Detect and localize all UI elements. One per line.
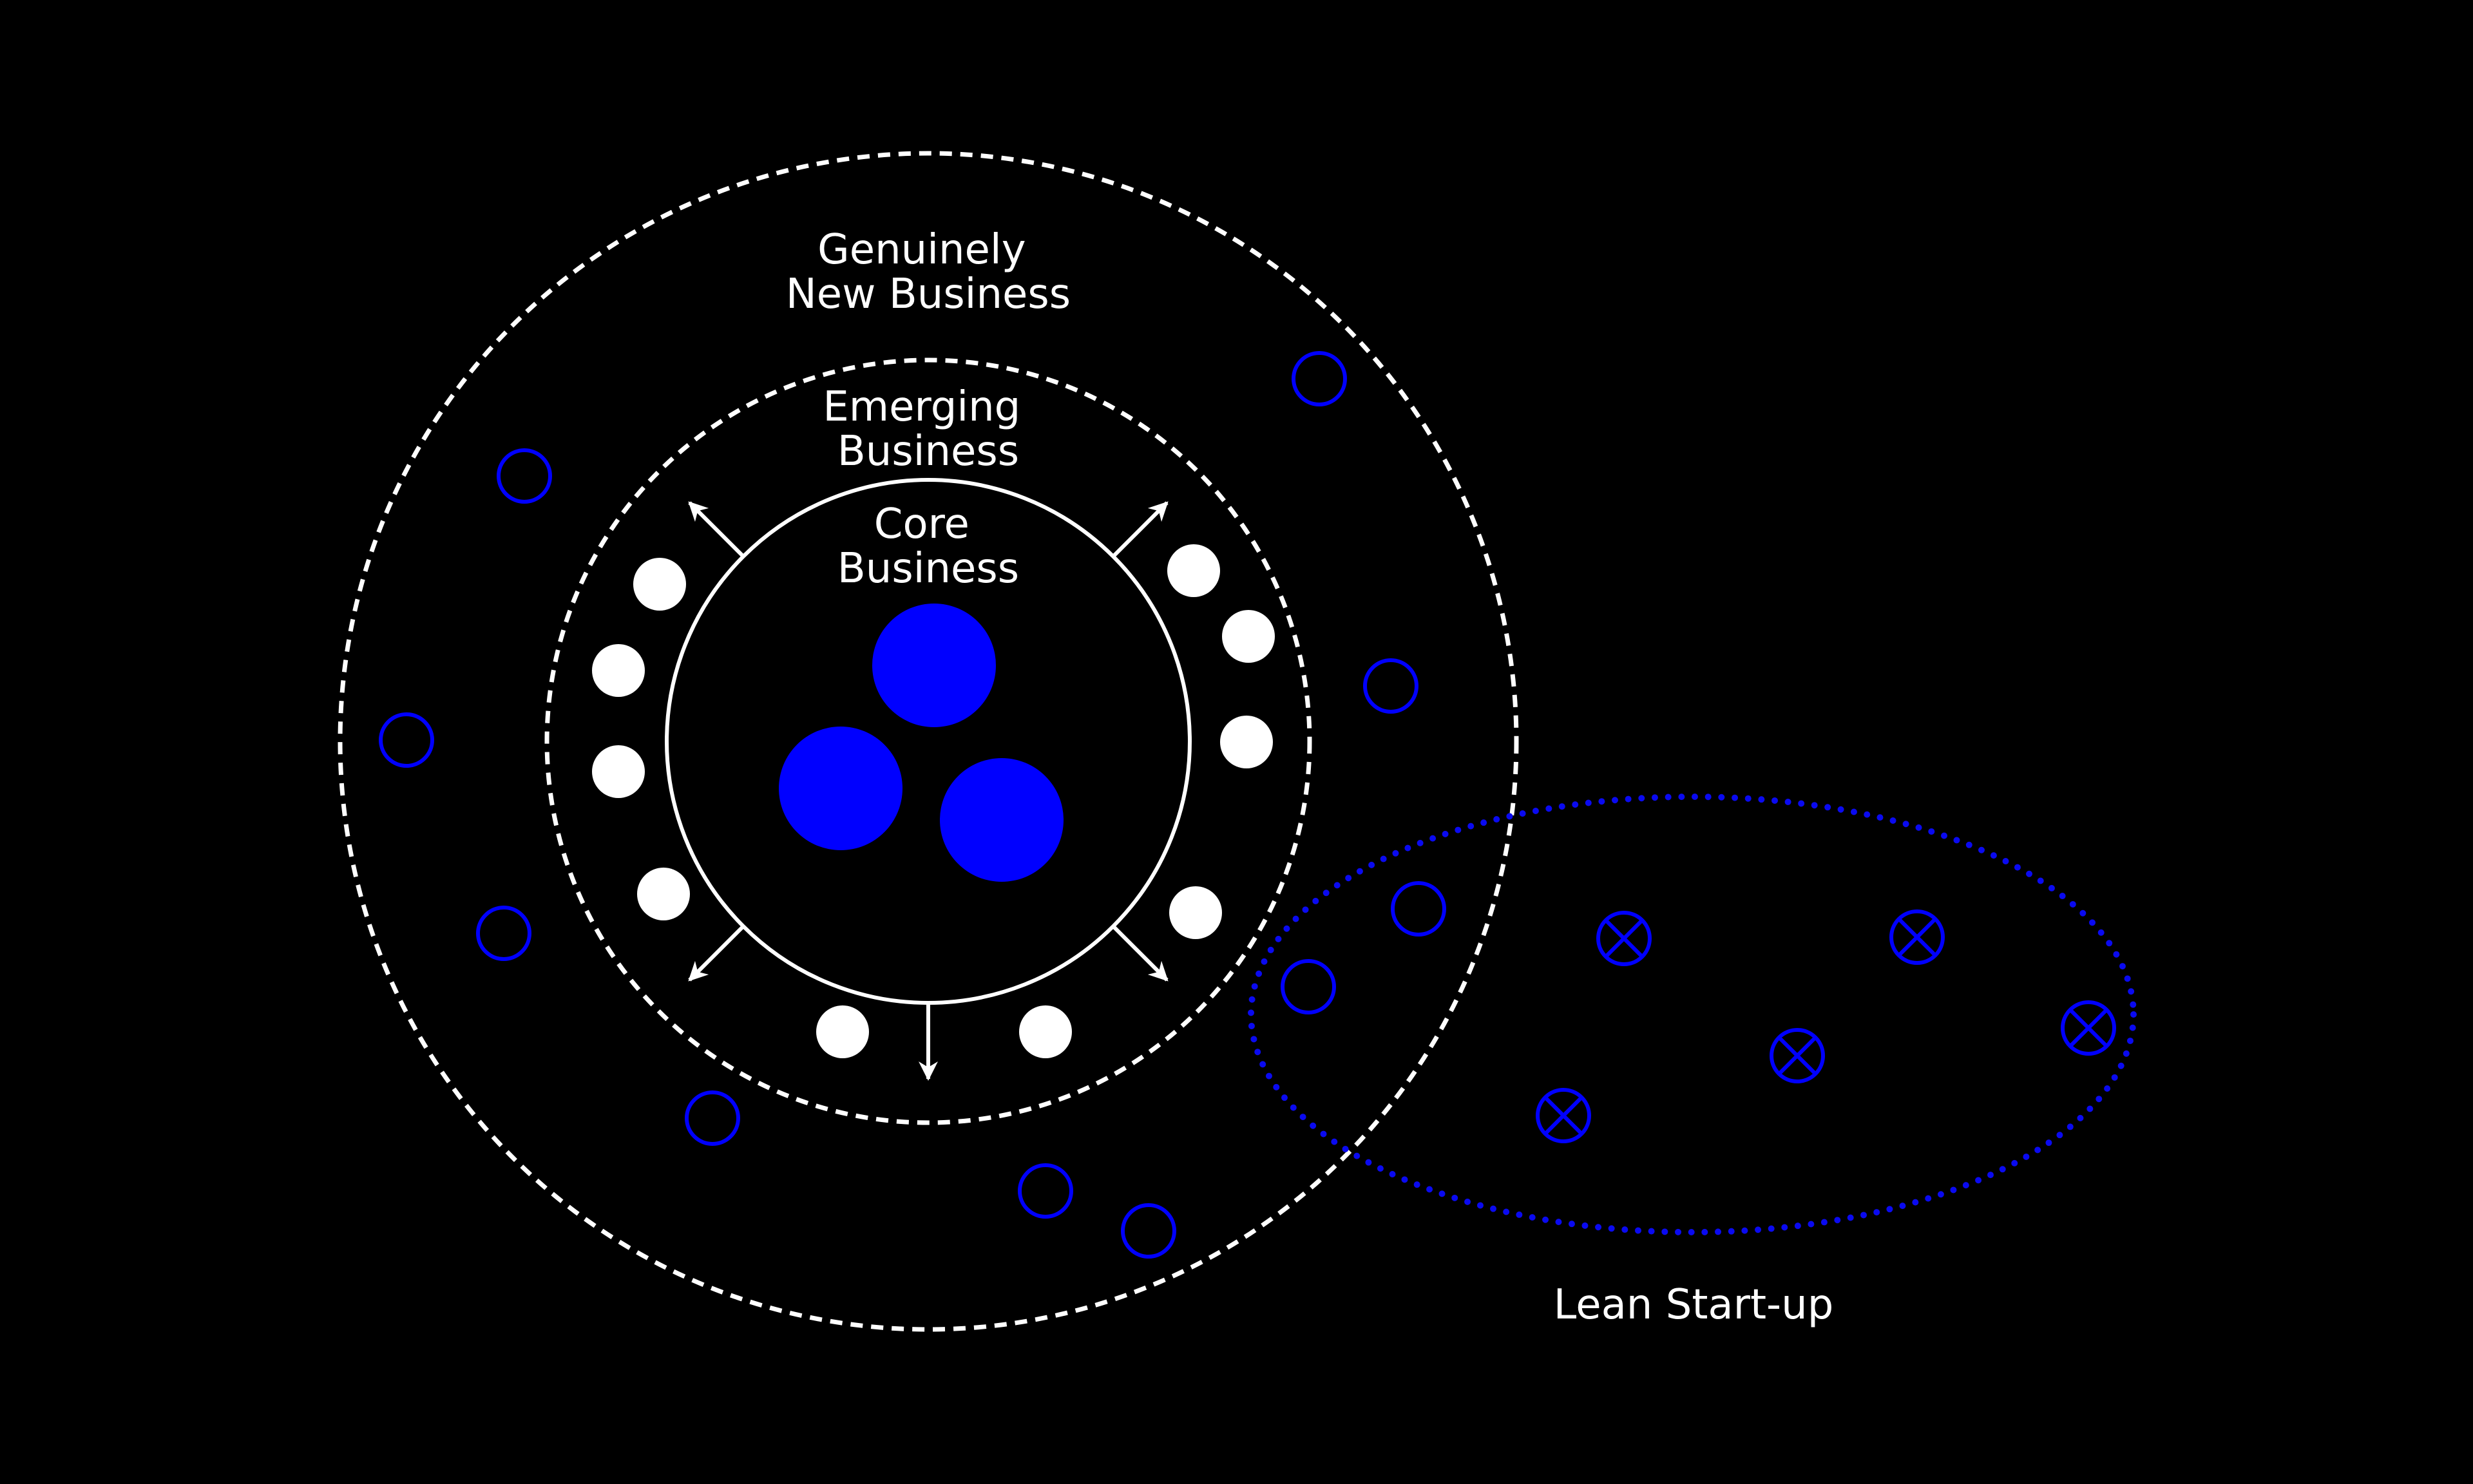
new-business-open-circle	[1363, 658, 1418, 714]
emerging-business-label-line-2: Business	[837, 428, 1019, 475]
emerging-business-label-line-1: Emerging	[823, 383, 1020, 431]
lean-startup-label: Lean Start-up	[1554, 1281, 1834, 1329]
emerging-business-dot	[592, 745, 645, 798]
crossed-circle-outline	[1596, 911, 1652, 966]
new-business-open-circle	[1018, 1163, 1073, 1219]
emerging-business-dot	[633, 558, 686, 611]
genuinely-new-business-label-line-1: Genuinely	[817, 226, 1026, 274]
core-business-label-line-1: Core	[874, 500, 969, 548]
lean-startup-open-circle	[1391, 881, 1446, 937]
arrow-up-right	[1111, 501, 1169, 558]
new-business-open-circle	[1121, 1203, 1176, 1259]
cross-stroke	[1604, 918, 1644, 958]
core-business-circle	[779, 727, 902, 850]
new-business-open-circle	[1292, 351, 1347, 406]
core-business-label-line-2: Business	[837, 545, 1019, 593]
emerging-business-dot	[1220, 716, 1273, 768]
emerging-business-dot	[1167, 544, 1220, 597]
crossed-circle-outline	[1770, 1028, 1825, 1083]
emerging-business-label: Emerging Business	[823, 383, 1033, 475]
genuinely-new-business-label-line-2: New Business	[786, 271, 1071, 318]
crossed-circle-outline	[1536, 1088, 1591, 1143]
crossed-circle-icon	[1536, 1088, 1591, 1143]
lean-startup-boundary	[1248, 794, 2137, 1235]
arrow-down-left	[688, 924, 745, 982]
emerging-business-dot	[1019, 1005, 1072, 1058]
new-business-open-circle	[476, 906, 531, 961]
emerging-business-ring	[544, 357, 1312, 1125]
cross-stroke	[1543, 1096, 1583, 1136]
crossed-circle-outline	[2061, 1000, 2116, 1056]
emerging-business-dot	[592, 644, 645, 697]
core-business-circle	[940, 758, 1064, 882]
crossed-circle-outline	[1889, 909, 1945, 965]
genuinely-new-business-label: Genuinely New Business	[786, 226, 1071, 318]
emerging-business-dot	[637, 868, 690, 920]
crossed-circle-icon	[1889, 909, 1945, 965]
new-business-open-circle	[685, 1090, 740, 1146]
crossed-circle-icon	[2061, 1000, 2116, 1056]
cross-stroke	[1777, 1036, 1817, 1076]
crossed-circle-icon	[1596, 911, 1652, 966]
emerging-business-dots	[592, 544, 1275, 1058]
arrow-down-right	[1111, 924, 1169, 982]
new-business-open-circle	[379, 712, 434, 768]
genuinely-new-business-ring	[338, 151, 1519, 1332]
core-business-circle	[872, 604, 996, 727]
lean-startup-crossed-circles	[1536, 909, 2116, 1143]
emerging-business-dot	[1222, 610, 1275, 663]
core-business-label: Core Business	[837, 500, 1019, 593]
lean-startup-open-circle	[1281, 959, 1336, 1014]
arrow-up-left	[688, 501, 745, 558]
emerging-business-dot	[816, 1005, 869, 1058]
crossed-circle-icon	[1770, 1028, 1825, 1083]
new-business-open-circle	[497, 448, 552, 504]
core-business-circles	[779, 604, 1064, 882]
new-business-open-circles	[379, 351, 1446, 1259]
emerging-business-dot	[1169, 886, 1222, 939]
cross-stroke	[2068, 1008, 2108, 1048]
expansion-arrows	[688, 501, 1169, 1081]
cross-stroke	[1897, 917, 1937, 957]
